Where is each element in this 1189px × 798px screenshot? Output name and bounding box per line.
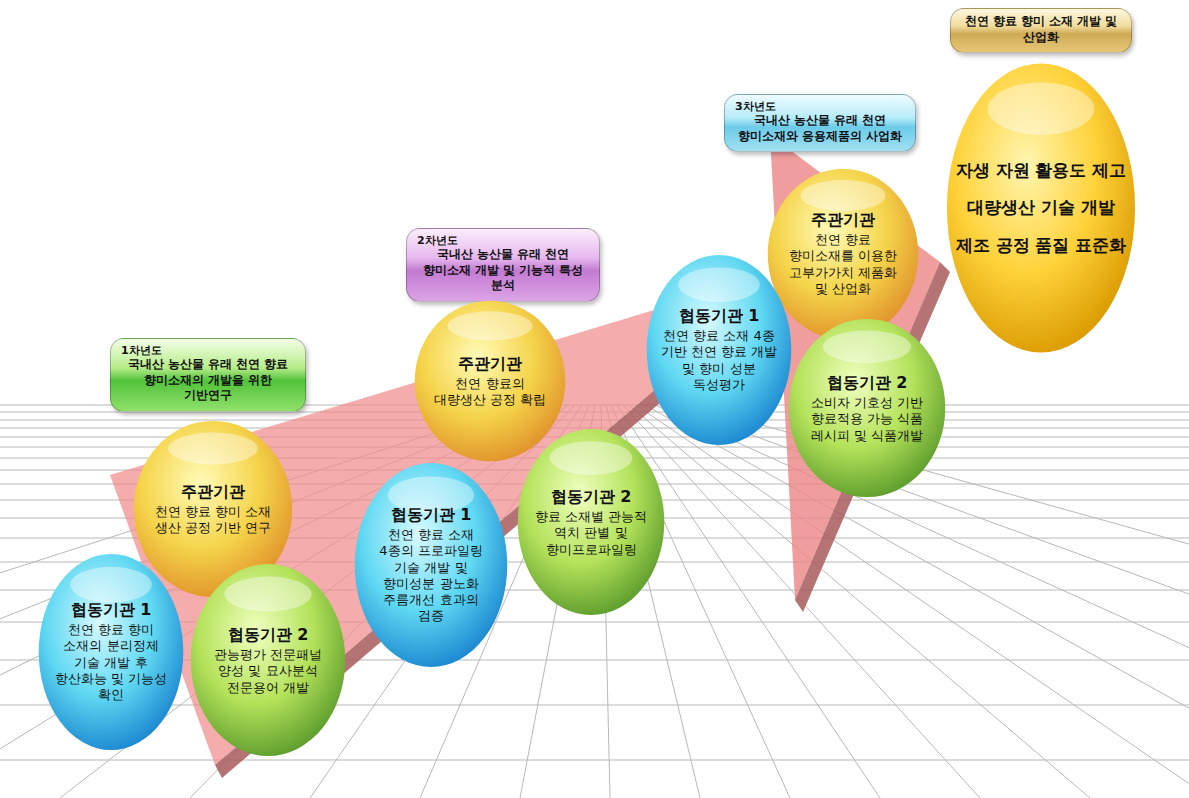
ball-highlight: [823, 331, 911, 363]
ball-content: 주관기관천연 향료 향미소재를 이용한 고부가가치 제품화 및 산업화: [782, 210, 904, 297]
node-body: 소비자 기호성 기반 향료적용 가능 식품 레시피 및 식품개발: [804, 395, 930, 444]
banner-text: 국내산 농산물 유래 천연 향미소재 개발 및 기능적 특성 분석: [417, 247, 589, 294]
node-body: 천연 향료 향미 소재의 분리정제 기술 개발 후 항산화능 및 기능성 확인: [53, 622, 170, 703]
node-heading: 협동기관 1: [53, 600, 170, 619]
goal-text: 자생 자원 활용도 제고: [956, 160, 1127, 181]
node-body: 천연 향료의 대량생산 공정 확립: [429, 376, 551, 409]
node-body: 천연 향료 소재 4종의 프로파일링 기술 개발 및 향미성분 광노화 주름개선…: [370, 527, 493, 625]
ball-content: 협동기관 2 소비자 기호성 기반 향료적용 가능 식품 레시피 및 식품개발: [804, 373, 930, 444]
node-body: 천연 향료 향미 소재 생산 공정 기반 연구: [149, 504, 277, 537]
node-heading: 협동기관 1: [370, 505, 493, 524]
ball-highlight: [447, 311, 532, 340]
ball-ellipse: [647, 255, 792, 445]
circle-node: 협동기관 2 소비자 기호성 기반 향료적용 가능 식품 레시피 및 식품개발: [788, 318, 946, 498]
ball-highlight: [800, 180, 885, 211]
ball-content: 주관기관천연 향료의 대량생산 공정 확립: [429, 354, 551, 409]
grid-line: [669, 405, 1189, 798]
ball-highlight: [70, 567, 152, 603]
ball-ellipse: [355, 463, 507, 667]
ball-highlight: [224, 577, 311, 612]
year-label: 3차년도: [735, 100, 905, 113]
ball-content: 협동기관 2 향료 소재별 관능적 역치 판별 및 향미프로파일링: [532, 487, 650, 558]
banner-text: 국내산 농산물 유래 천연 향미소재와 응용제품의 사업화: [735, 113, 905, 144]
ball-highlight: [168, 432, 258, 464]
year-banner: 천연 향료 향미 소재 개발 및 산업화: [950, 8, 1132, 53]
circle-node: 자생 자원 활용도 제고대량생산 기술 개발제조 공정 품질 표준화: [946, 62, 1136, 354]
banner-text: 국내산 농산물 유래 천연 향료 향미소재의 개발을 위한 기반연구: [121, 357, 295, 404]
circle-node: 주관기관천연 향료의 대량생산 공정 확립: [414, 300, 566, 462]
node-body: 향료 소재별 관능적 역치 판별 및 향미프로파일링: [532, 509, 650, 558]
year-label: 2차년도: [417, 234, 589, 247]
ball-content: 협동기관 1 천연 향료 소재 4종의 프로파일링 기술 개발 및 향미성분 광노…: [370, 505, 493, 625]
ball-highlight: [678, 267, 760, 302]
node-body: 천연 향료 소재 4종 기반 천연 향료 개발 및 향미 성분 독성평가: [661, 329, 778, 394]
banner-text: 천연 향료 향미 소재 개발 및 산업화: [961, 14, 1121, 45]
node-body: 관능평가 전문패널 양성 및 묘사분석 전문용어 개발: [206, 647, 331, 696]
ball-ellipse: [768, 169, 918, 339]
node-heading: 주관기관: [429, 354, 551, 373]
goal-text: 제조 공정 품질 표준화: [956, 235, 1127, 256]
node-body: 천연 향료 향미소재를 이용한 고부가가치 제품화 및 산업화: [782, 233, 904, 298]
grid-line: [0, 760, 1189, 761]
ball-highlight: [988, 82, 1094, 135]
ball-content: 협동기관 2 관능평가 전문패널 양성 및 묘사분석 전문용어 개발: [206, 625, 331, 696]
circle-node: 협동기관 2 향료 소재별 관능적 역치 판별 및 향미프로파일링: [517, 428, 665, 616]
ball-ellipse: [518, 429, 665, 615]
ball-ellipse: [789, 319, 945, 497]
ball-content: 협동기관 1 천연 향료 향미 소재의 분리정제 기술 개발 후 항산화능 및 기…: [53, 600, 170, 703]
ball-ellipse: [191, 564, 345, 756]
node-heading: 협동기관 2: [532, 487, 650, 506]
circle-node: 협동기관 1 천연 향료 향미 소재의 분리정제 기술 개발 후 항산화능 및 기…: [38, 553, 184, 751]
grid-line: [690, 405, 1189, 798]
ball-ellipse: [415, 301, 565, 461]
node-heading: 주관기관: [149, 482, 277, 501]
ball-content: 자생 자원 활용도 제고대량생산 기술 개발제조 공정 품질 표준화: [956, 144, 1127, 272]
year-banner: 1차년도국내산 농산물 유래 천연 향료 향미소재의 개발을 위한 기반연구: [110, 338, 306, 412]
node-heading: 협동기관 1: [661, 306, 778, 325]
node-heading: 협동기관 2: [804, 373, 930, 392]
year-banner: 2차년도국내산 농산물 유래 천연 향미소재 개발 및 기능적 특성 분석: [406, 228, 600, 302]
node-heading: 주관기관: [782, 210, 904, 229]
ball-highlight: [550, 441, 633, 475]
year-label: 1차년도: [121, 344, 295, 357]
circle-node: 협동기관 1 천연 향료 소재 4종 기반 천연 향료 개발 및 향미 성분 독성…: [646, 254, 792, 446]
node-heading: 협동기관 2: [206, 625, 331, 644]
ball-content: 협동기관 1 천연 향료 소재 4종 기반 천연 향료 개발 및 향미 성분 독성…: [661, 306, 778, 393]
year-banner: 3차년도국내산 농산물 유래 천연 향미소재와 응용제품의 사업화: [724, 94, 916, 152]
circle-node: 협동기관 2 관능평가 전문패널 양성 및 묘사분석 전문용어 개발: [190, 563, 346, 757]
circle-node: 협동기관 1 천연 향료 소재 4종의 프로파일링 기술 개발 및 향미성분 광노…: [354, 462, 508, 668]
goal-text: 대량생산 기술 개발: [956, 197, 1127, 218]
grid-line: [0, 705, 1189, 706]
circle-node: 주관기관천연 향료 향미소재를 이용한 고부가가치 제품화 및 산업화: [767, 168, 919, 340]
ball-ellipse: [947, 63, 1135, 352]
ball-ellipse: [39, 554, 184, 750]
ball-content: 주관기관천연 향료 향미 소재 생산 공정 기반 연구: [149, 482, 277, 537]
